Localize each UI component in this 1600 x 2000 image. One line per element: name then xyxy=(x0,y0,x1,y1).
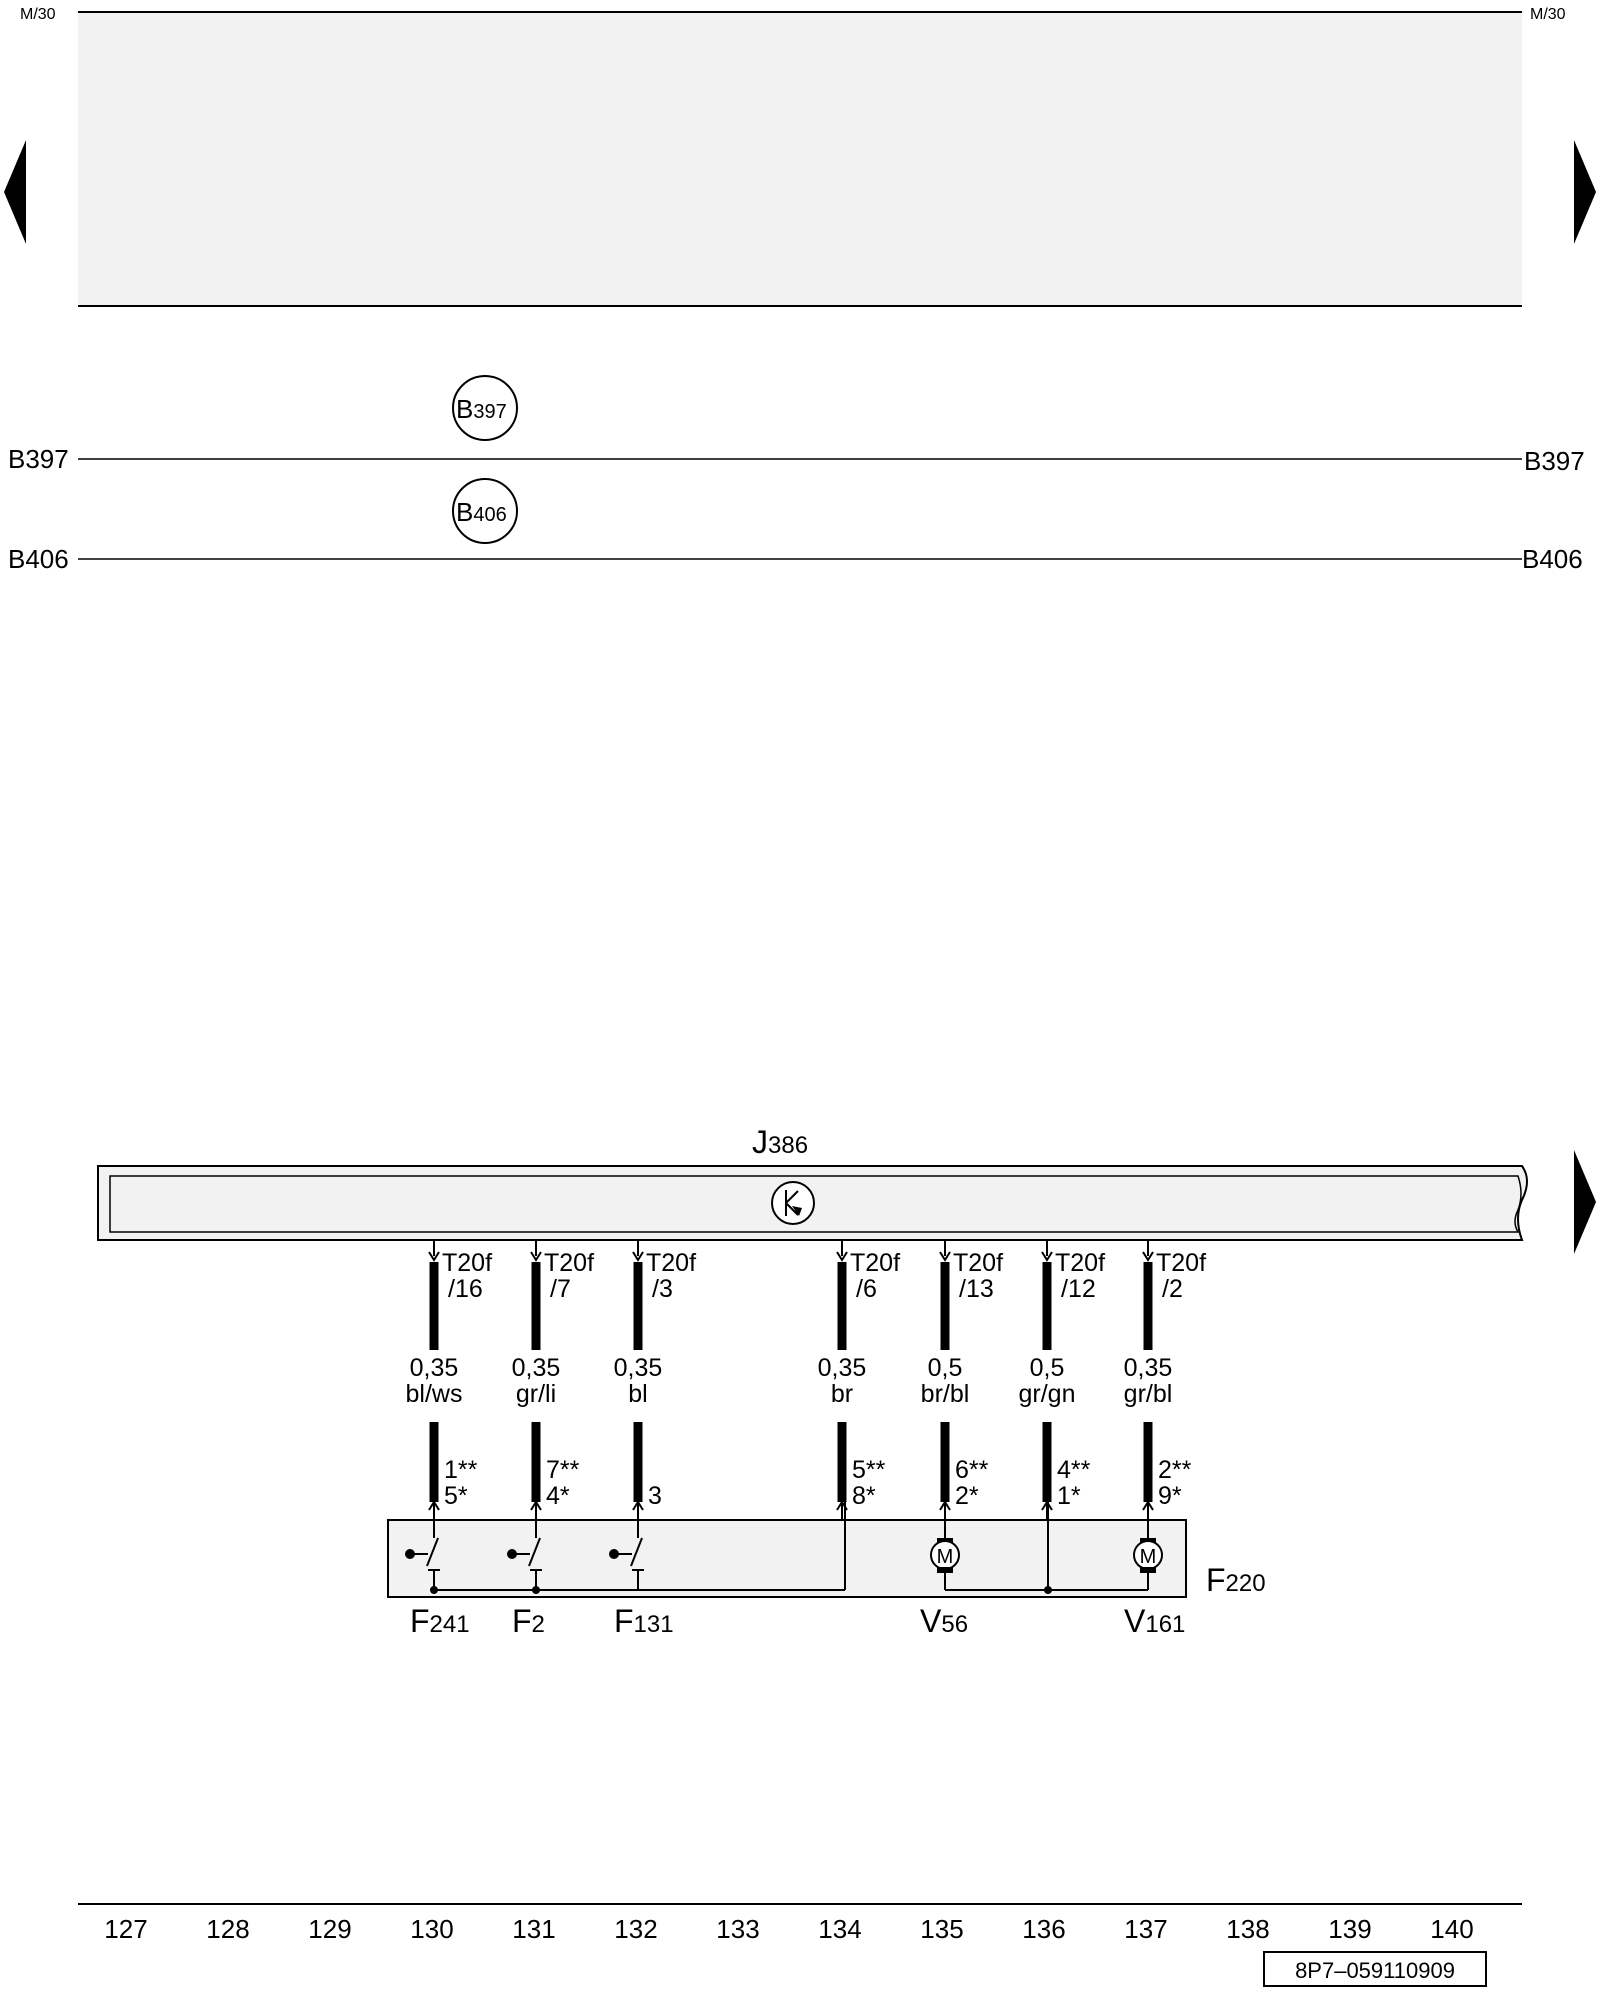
scale-number: 129 xyxy=(308,1914,351,1944)
wire-color-label: bl xyxy=(628,1380,647,1408)
wire-connector-label: T20f xyxy=(953,1249,1003,1277)
wire-pin-a-label: 4** xyxy=(1057,1456,1091,1484)
wires-group: T20f/160,35bl/ws1**5*T20f/70,35gr/li7**4… xyxy=(406,1240,1206,1520)
wire-size-label: 0,5 xyxy=(928,1354,963,1382)
motor-v161-icon: M xyxy=(1133,1500,1163,1580)
wire-pin-label: /12 xyxy=(1061,1275,1096,1303)
scale-number: 134 xyxy=(818,1914,861,1944)
m30-left-label: M/30 xyxy=(20,6,56,23)
component-f2-label: F2 xyxy=(512,1603,545,1639)
wire-pin-b-label: 1* xyxy=(1057,1482,1081,1510)
b406-right-label: B406 xyxy=(1522,544,1583,574)
wire-pin-b-label: 2* xyxy=(955,1482,979,1510)
component-v161-label: V161 xyxy=(1124,1603,1185,1639)
wire-size-label: 0,35 xyxy=(818,1354,867,1382)
b406-left-label: B406 xyxy=(8,544,69,574)
wire-color-label: br/bl xyxy=(921,1380,970,1408)
wire-pin-b-label: 9* xyxy=(1158,1482,1182,1510)
scale-number: 140 xyxy=(1430,1914,1473,1944)
connector-b397-icon xyxy=(452,375,518,441)
control-unit-label: J386 xyxy=(752,1124,808,1160)
wire-pin-label: /16 xyxy=(448,1275,483,1303)
scale-number: 128 xyxy=(206,1914,249,1944)
scale-numbers: 127 128 129 130 131 132 133 134 135 136 137 138 139 1… xyxy=(104,1914,1473,1944)
wire-pin-a-label: 7** xyxy=(546,1456,580,1484)
wire-pin-b-label: 4* xyxy=(546,1482,570,1510)
scale-number: 136 xyxy=(1022,1914,1065,1944)
scale-number: 130 xyxy=(410,1914,453,1944)
wire-pin-b-label: 8* xyxy=(852,1482,876,1510)
wire-6: T20f/12 0,5gr/gn 4**1* xyxy=(1019,1240,1105,1520)
wire-pin-label: /6 xyxy=(856,1275,877,1303)
wire-pin-label: /7 xyxy=(550,1275,571,1303)
wire-color-label: bl/ws xyxy=(406,1380,463,1408)
diagram-code-box xyxy=(1263,1951,1487,1987)
scale-number: 133 xyxy=(716,1914,759,1944)
wire-connector-label: T20f xyxy=(850,1249,900,1277)
wire-size-label: 0,35 xyxy=(614,1354,663,1382)
wire-5: T20f/13 0,5br/bl 6**2* xyxy=(921,1240,1003,1520)
b397-left-label: B397 xyxy=(8,444,69,474)
top-region xyxy=(78,12,1522,306)
connector-b406-label: B406 xyxy=(456,497,507,527)
wire-pin-a-label: 2** xyxy=(1158,1456,1192,1484)
wire-color-label: gr/bl xyxy=(1124,1380,1173,1408)
wire-connector-label: T20f xyxy=(1055,1249,1105,1277)
wire-color-label: gr/li xyxy=(516,1380,556,1408)
wire-pin-a-label: 5** xyxy=(852,1456,886,1484)
component-f241-label: F241 xyxy=(410,1603,470,1639)
wire-size-label: 0,5 xyxy=(1030,1354,1065,1382)
wire-size-label: 0,35 xyxy=(1124,1354,1173,1382)
junction-dot xyxy=(1044,1586,1052,1594)
diagram-code: 8P7–059110909 xyxy=(1295,1958,1455,1983)
wire-connector-label: T20f xyxy=(1156,1249,1206,1277)
component-f131-label: F131 xyxy=(614,1603,674,1639)
motor-v56-symbol: M xyxy=(937,1546,954,1568)
scale-number: 138 xyxy=(1226,1914,1269,1944)
wire-pin-label: /2 xyxy=(1162,1275,1183,1303)
scale-number: 132 xyxy=(614,1914,657,1944)
motor-v161-symbol: M xyxy=(1140,1546,1157,1568)
b397-right-label: B397 xyxy=(1524,446,1585,476)
control-unit-inner xyxy=(109,1175,1522,1233)
wire-pin-a-label: 1** xyxy=(444,1456,478,1484)
scale-number: 139 xyxy=(1328,1914,1371,1944)
wire-pin-label: /13 xyxy=(959,1275,994,1303)
motor-v56-icon: M xyxy=(930,1500,960,1580)
next-page-arrow-icon[interactable] xyxy=(1574,140,1596,244)
wire-size-label: 0,35 xyxy=(512,1354,561,1382)
wire-pin-label: /3 xyxy=(652,1275,673,1303)
wire-pin-b-label: 3 xyxy=(648,1482,662,1510)
prev-page-arrow-icon[interactable] xyxy=(4,140,26,244)
electronic-unit-icon xyxy=(771,1181,815,1225)
connector-b397-label: B397 xyxy=(456,394,507,424)
switch-f241-icon xyxy=(405,1500,440,1590)
scale-number: 135 xyxy=(920,1914,963,1944)
continue-arrow-icon[interactable] xyxy=(1574,1150,1596,1254)
wire-pin-a-label: 6** xyxy=(955,1456,989,1484)
assembly-f220-label: F220 xyxy=(1206,1562,1266,1598)
component-v56-label: V56 xyxy=(920,1603,968,1639)
m30-right-label: M/30 xyxy=(1530,6,1566,23)
scale-number: 127 xyxy=(104,1914,147,1944)
connector-b406-icon xyxy=(452,478,518,544)
wire-color-label: br xyxy=(831,1380,853,1408)
wire-color-label: gr/gn xyxy=(1019,1380,1076,1408)
wire-connector-label: T20f xyxy=(544,1249,594,1277)
wire-connector-label: T20f xyxy=(442,1249,492,1277)
scale-number: 131 xyxy=(512,1914,555,1944)
wire-size-label: 0,35 xyxy=(410,1354,459,1382)
wire-connector-label: T20f xyxy=(646,1249,696,1277)
switch-assembly-f220 xyxy=(387,1519,1187,1598)
scale-number: 137 xyxy=(1124,1914,1167,1944)
wire-pin-b-label: 5* xyxy=(444,1482,468,1510)
